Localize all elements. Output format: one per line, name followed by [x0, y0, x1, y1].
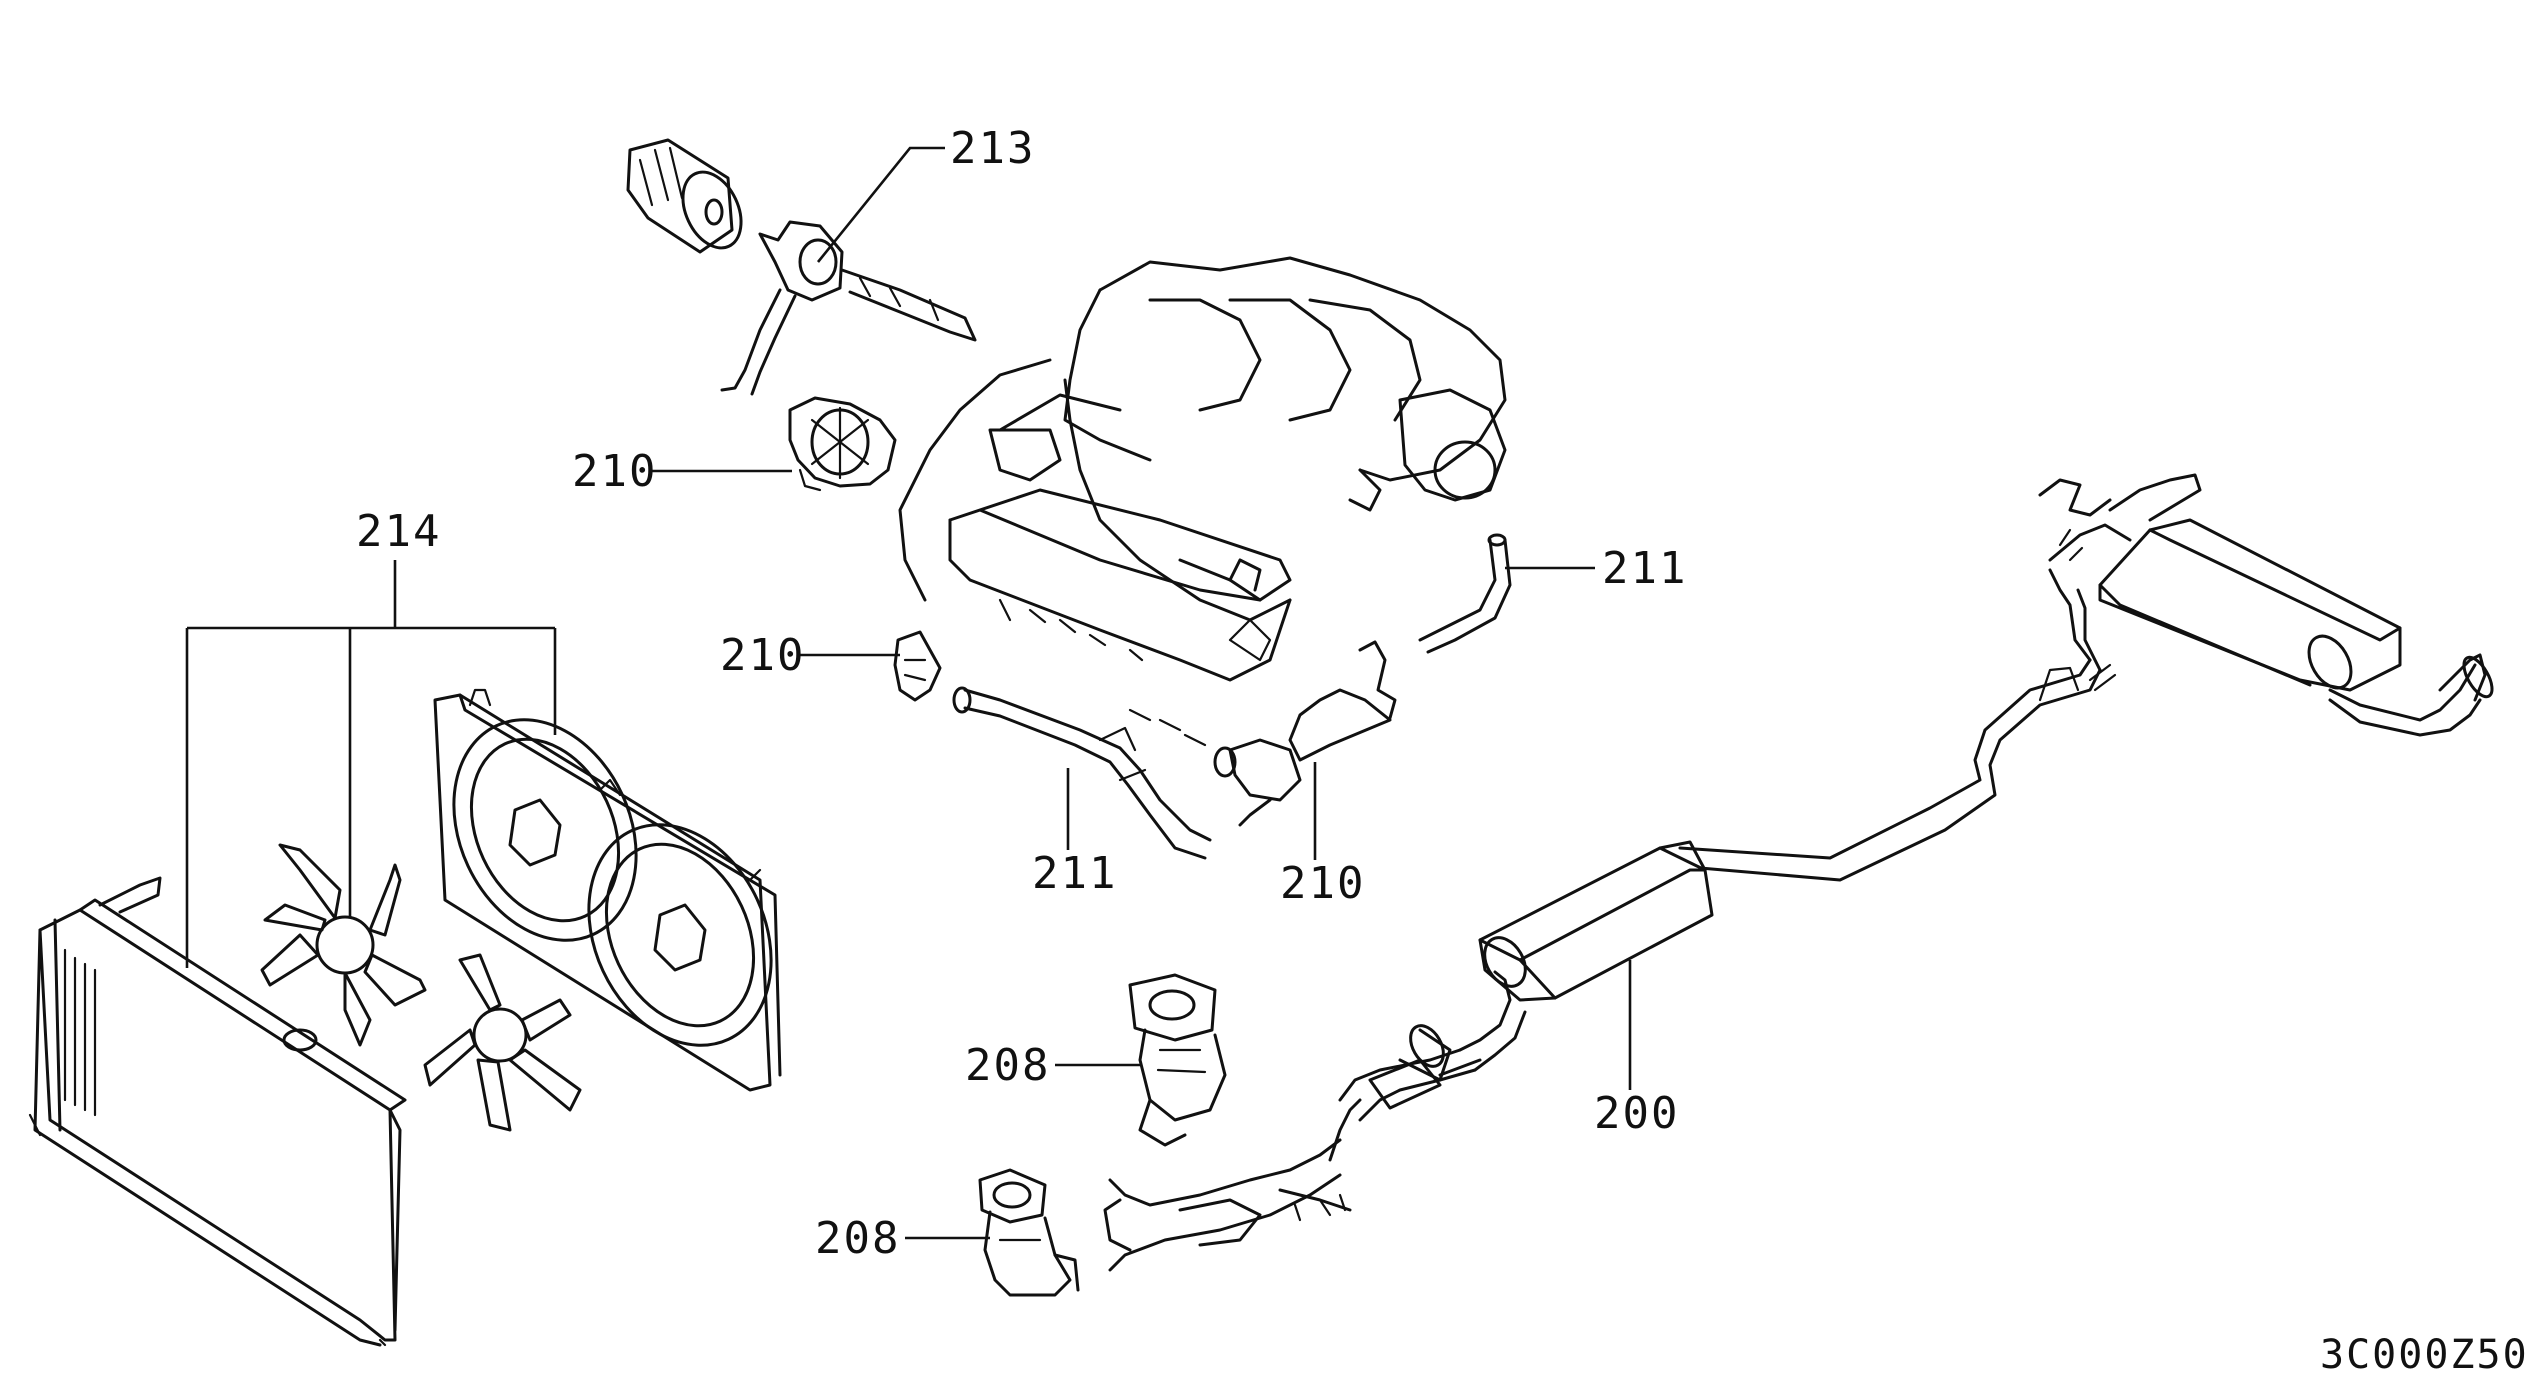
fan-blade-left-illustration	[260, 843, 427, 1047]
callout-211-right: 211	[1505, 543, 1687, 594]
callout-208-lower: 208	[815, 1213, 990, 1264]
tail-pipe-illustration	[1678, 568, 2117, 882]
callout-label-210-right: 210	[1280, 858, 1365, 909]
oil-filter-illustration	[626, 138, 977, 396]
callout-label-210-upper: 210	[572, 446, 657, 497]
engine-illustration	[898, 256, 1507, 747]
center-muffler-illustration	[1478, 840, 1714, 1002]
callout-211-lower: 211	[1032, 768, 1117, 899]
fan-blade-right-illustration	[423, 953, 582, 1132]
catalyst-lower-illustration	[978, 1168, 1080, 1297]
catalyst-upper-illustration	[1128, 973, 1227, 1147]
thermostat-housing-illustration	[893, 630, 942, 702]
callout-label-214: 214	[356, 506, 441, 557]
callout-label-208-upper: 208	[965, 1040, 1050, 1091]
fan-shroud-illustration	[433, 688, 782, 1092]
water-hose-right-illustration	[1418, 533, 1512, 654]
callout-label-208-lower: 208	[815, 1213, 900, 1264]
callout-label-210-left: 210	[720, 630, 805, 681]
callout-200: 200	[1594, 960, 1679, 1139]
callout-210-upper: 210	[572, 446, 792, 497]
callout-210-right: 210	[1280, 762, 1365, 909]
drawing-code: 3C000Z50	[2320, 1332, 2529, 1378]
callout-210-left: 210	[720, 630, 900, 681]
water-inlet-illustration	[1213, 640, 1397, 827]
exhaust-y-pipe-illustration	[1103, 1098, 1362, 1272]
water-pump-illustration	[788, 396, 897, 492]
callout-label-211-lower: 211	[1032, 848, 1117, 899]
callout-214: 214	[185, 506, 557, 968]
callout-213: 213	[816, 123, 1035, 263]
rear-muffler-illustration	[2038, 473, 2494, 737]
center-pipe-illustration	[1338, 970, 1527, 1122]
radiator-illustration	[28, 876, 407, 1347]
water-pipe-lower-illustration	[952, 686, 1212, 860]
callout-208-upper: 208	[965, 1040, 1140, 1091]
callout-label-211-right: 211	[1602, 543, 1687, 594]
callout-label-213: 213	[950, 123, 1035, 174]
callout-label-200: 200	[1594, 1088, 1679, 1139]
